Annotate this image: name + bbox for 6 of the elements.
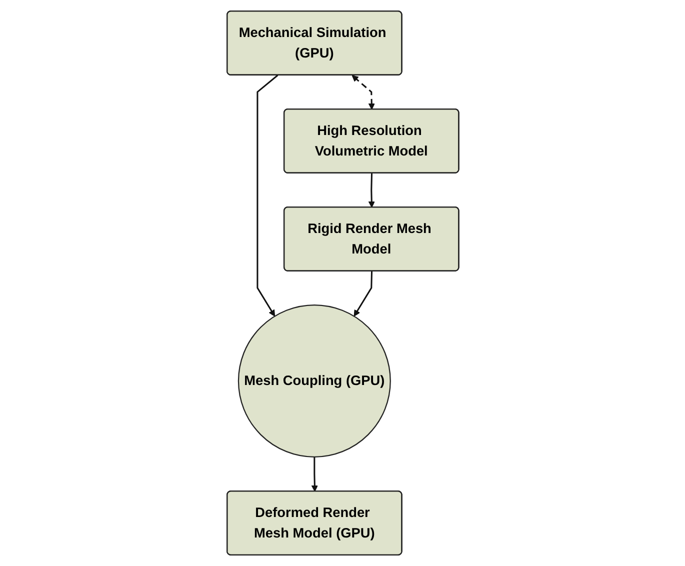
node-circle: Mesh Coupling (GPU) [238, 304, 391, 458]
arrow [256, 74, 278, 317]
arrow [351, 75, 375, 110]
arrow [368, 173, 375, 208]
arrow [353, 271, 372, 317]
arrow [310, 456, 318, 492]
